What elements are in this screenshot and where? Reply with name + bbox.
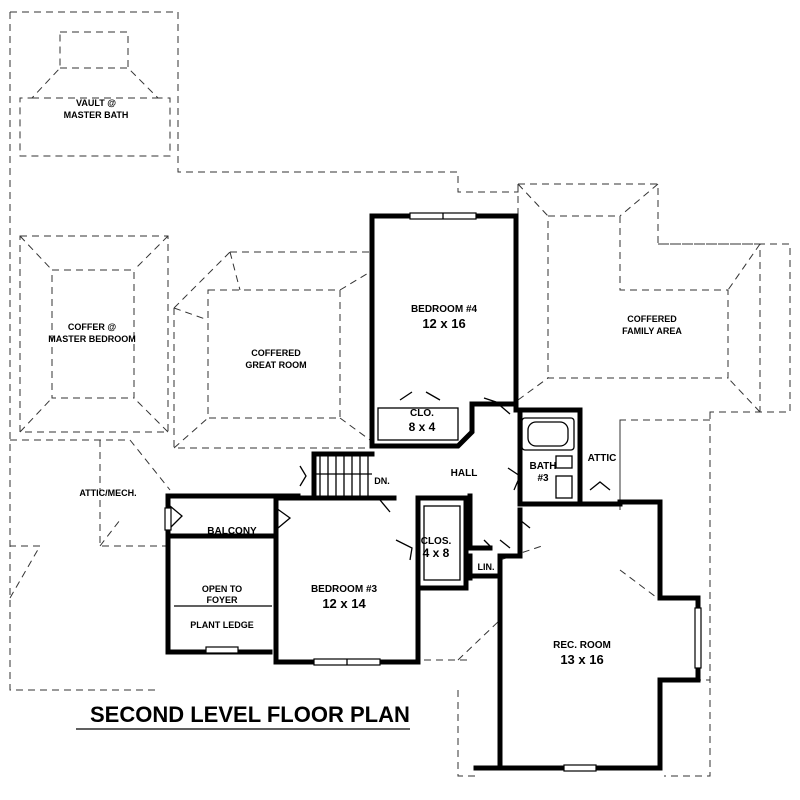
label-balcony: BALCONY <box>207 526 257 537</box>
windows <box>164 212 702 772</box>
label-family-area-1: COFFERED <box>627 314 677 324</box>
walls <box>165 213 701 771</box>
label-open-to-foyer-1: OPEN TO <box>202 584 242 594</box>
window-rec-room-bottom <box>563 764 597 772</box>
label-closet-b-name: CLOS. <box>421 536 452 547</box>
label-coffer-master-bedroom-1: COFFER @ <box>68 322 116 332</box>
label-closet-a-name: CLO. <box>410 408 434 419</box>
label-vault-master-bath-1: VAULT @ <box>76 98 116 108</box>
label-bedroom4-name: BEDROOM #4 <box>411 304 478 315</box>
label-closet-b-size: 4 x 8 <box>423 546 450 560</box>
staircase <box>299 454 372 496</box>
label-bath3-name: BATH <box>529 461 556 472</box>
label-attic-mech: ATTIC/MECH. <box>79 488 136 498</box>
label-great-room-1: COFFERED <box>251 348 301 358</box>
window-balcony <box>164 507 172 531</box>
window-foyer <box>205 646 239 654</box>
label-bath3-number: #3 <box>537 473 549 484</box>
sink <box>555 475 573 499</box>
label-stair-dn: DN. <box>374 476 390 486</box>
label-coffer-master-bedroom-2: MASTER BEDROOM <box>48 334 136 344</box>
label-bedroom4-size: 12 x 16 <box>422 316 465 331</box>
room-labels: VAULT @ MASTER BATH COFFER @ MASTER BEDR… <box>48 98 682 667</box>
roof-outlines <box>9 11 791 777</box>
bathtub <box>521 417 575 451</box>
label-open-to-foyer-2: FOYER <box>206 595 238 605</box>
label-vault-master-bath-2: MASTER BATH <box>64 110 129 120</box>
plan-title: SECOND LEVEL FLOOR PLAN <box>90 702 410 727</box>
window-rec-room-side <box>694 607 702 669</box>
label-bedroom3-size: 12 x 14 <box>322 596 366 611</box>
label-attic: ATTIC <box>588 453 617 464</box>
label-closet-a-size: 8 x 4 <box>409 420 436 434</box>
label-plant-ledge: PLANT LEDGE <box>190 620 254 630</box>
label-rec-room-size: 13 x 16 <box>560 652 603 667</box>
label-hall: HALL <box>451 468 478 479</box>
label-family-area-2: FAMILY AREA <box>622 326 682 336</box>
toilet <box>555 455 573 469</box>
interior-details <box>169 391 611 607</box>
label-rec-room-name: REC. ROOM <box>553 640 611 651</box>
label-bedroom3-name: BEDROOM #3 <box>311 584 378 595</box>
label-great-room-2: GREAT ROOM <box>245 360 306 370</box>
label-linen: LIN. <box>478 562 495 572</box>
